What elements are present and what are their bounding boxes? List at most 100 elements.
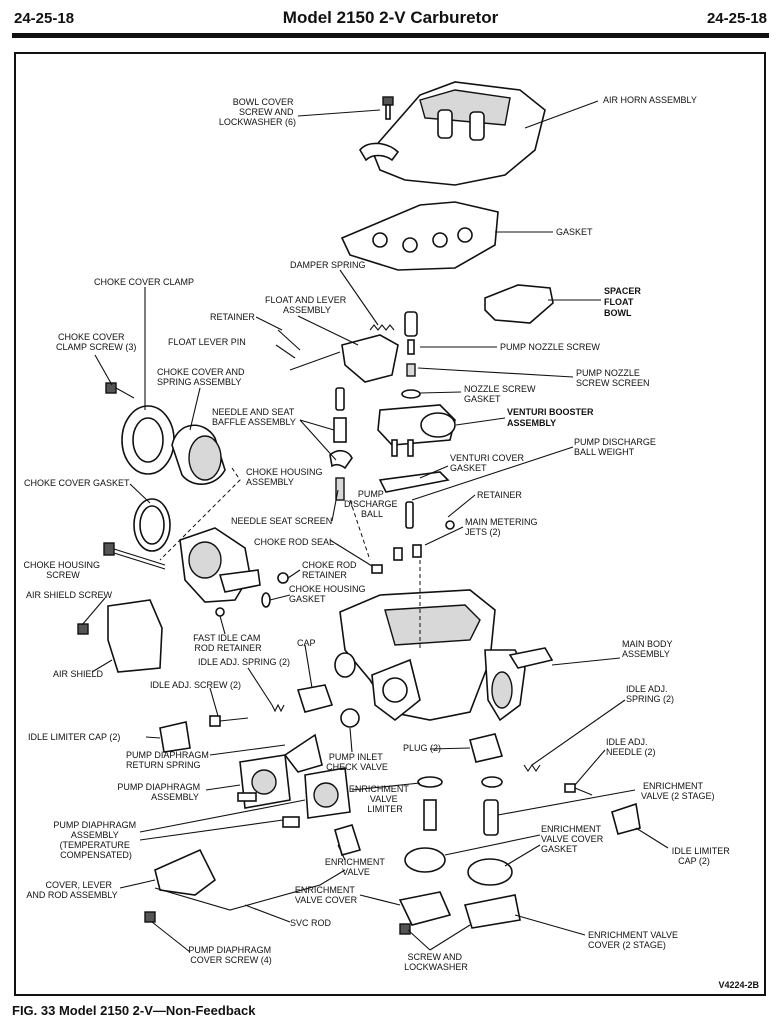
- header-rule: [12, 33, 769, 38]
- cap-part: [296, 684, 334, 713]
- label-main-metering-jets: MAIN METERING JETS (2): [465, 517, 540, 537]
- label-cover-lever-rod: COVER, LEVER AND ROD ASSEMBLY: [26, 880, 117, 900]
- label-idle-limiter-cap-right: IDLE LIMITER CAP (2): [672, 846, 733, 866]
- idle-adj-screw-part: [209, 715, 249, 727]
- label-venturi-booster: VENTURI BOOSTER ASSEMBLY: [507, 407, 596, 428]
- label-svc-rod: SVC ROD: [290, 918, 332, 928]
- spacer-float-bowl-part: [484, 284, 554, 324]
- page-number-left: 24-25-18: [14, 10, 75, 27]
- choke-housing-part: [179, 527, 261, 603]
- needle-seat-part: [329, 387, 353, 501]
- label-choke-housing-screw: CHOKE HOUSING SCREW: [23, 560, 102, 580]
- callout-labels: BOWL COVER SCREW AND LOCKWASHER (6) AIR …: [23, 95, 733, 972]
- label-float-and-lever: FLOAT AND LEVER ASSEMBLY: [265, 295, 349, 315]
- cover-lever-rod-part: [144, 848, 346, 923]
- main-metering-jets-part: [393, 544, 422, 561]
- choke-cover-part: [121, 405, 226, 485]
- label-main-body: MAIN BODY ASSEMBLY: [622, 639, 675, 659]
- pump-inlet-check-part: [340, 708, 360, 728]
- label-idle-adj-screw: IDLE ADJ. SCREW (2): [150, 680, 241, 690]
- label-pump-nozzle-screen: PUMP NOZZLE SCREW SCREEN: [576, 368, 650, 388]
- enrichment-valve-part: [334, 824, 362, 856]
- bowl-cover-screw-part: [382, 96, 394, 120]
- main-metering-jet-part: [445, 520, 455, 530]
- pump-nozzle-screw-part: [401, 311, 421, 399]
- enrichment-valve-limiter-part: [417, 776, 443, 831]
- enrichment-cover-gasket-part: [404, 847, 513, 886]
- air-shield-part: [77, 599, 163, 673]
- leader-lines: [81, 100, 669, 953]
- label-air-horn: AIR HORN ASSEMBLY: [603, 95, 697, 105]
- label-pump-nozzle-screw: PUMP NOZZLE SCREW: [500, 342, 600, 352]
- label-choke-housing-assy: CHOKE HOUSING ASSEMBLY: [246, 467, 325, 487]
- main-body-part: [334, 589, 554, 722]
- label-enrichment-cover-2stage: ENRICHMENT VALVE COVER (2 STAGE): [588, 930, 681, 950]
- label-choke-cover-clamp-screw: CHOKE COVER CLAMP SCREW (3): [56, 332, 136, 352]
- label-bowl-cover-screw: BOWL COVER SCREW AND LOCKWASHER (6): [219, 97, 296, 127]
- label-retainer-mid: RETAINER: [477, 490, 522, 500]
- label-gasket: GASKET: [556, 227, 593, 237]
- label-float-lever-pin: FLOAT LEVER PIN: [168, 337, 246, 347]
- label-choke-cover-gasket: CHOKE COVER GASKET: [24, 478, 130, 488]
- label-needle-seat-baffle: NEEDLE AND SEAT BAFFLE ASSEMBLY: [212, 407, 297, 427]
- choke-housing-screw-part: [103, 542, 166, 570]
- float-part: [277, 329, 399, 383]
- figure-code: V4224-2B: [718, 980, 759, 990]
- label-spacer-float-bowl: SPACER FLOAT BOWL: [604, 286, 643, 318]
- label-enrichment-cover-gasket: ENRICHMENT VALVE COVER GASKET: [541, 824, 606, 854]
- label-retainer-top: RETAINER: [210, 312, 255, 322]
- label-pump-diaphragm-temp: PUMP DIAPHRAGM ASSEMBLY (TEMPERATURE COM…: [53, 820, 138, 860]
- label-idle-adj-needle: IDLE ADJ. NEEDLE (2): [606, 737, 656, 757]
- venturi-cover-gasket-part: [378, 471, 450, 493]
- label-choke-cover-clamp: CHOKE COVER CLAMP: [94, 277, 194, 287]
- label-pump-diaphragm-cover-screw: PUMP DIAPHRAGM COVER SCREW (4): [188, 945, 273, 965]
- label-enrichment-valve-limiter: ENRICHMENT VALVE LIMITER: [349, 784, 411, 814]
- choke-rod-retainer-part: [277, 572, 289, 584]
- label-choke-housing-gasket: CHOKE HOUSING GASKET: [289, 584, 368, 604]
- pump-discharge-weight-part: [405, 501, 414, 529]
- idle-adj-spring-part: [271, 703, 285, 713]
- label-enrichment-valve-cover: ENRICHMENT VALVE COVER: [295, 885, 358, 905]
- label-idle-adj-spring: IDLE ADJ. SPRING (2): [198, 657, 290, 667]
- page-header: 24-25-18 Model 2150 2-V Carburetor 24-25…: [0, 0, 781, 40]
- pump-return-spring-part: [283, 733, 323, 773]
- pump-diaphragm-temp-part: [282, 767, 351, 828]
- enrichment-valve-2stage-part: [481, 776, 503, 836]
- enrichment-cover-part: [398, 891, 521, 929]
- pump-diaphragm-part: [237, 754, 291, 809]
- label-nozzle-screw-gasket: NOZZLE SCREW GASKET: [464, 384, 538, 404]
- label-venturi-cover-gasket: VENTURI COVER GASKET: [450, 453, 527, 473]
- label-choke-rod-seal: CHOKE ROD SEAL: [254, 537, 334, 547]
- choke-cover-clamp-screw-part: [105, 382, 135, 399]
- plug-part: [469, 733, 504, 763]
- diagram-frame: [14, 52, 766, 996]
- label-damper-spring: DAMPER SPRING: [290, 260, 366, 270]
- label-screw-lockwasher: SCREW AND LOCKWASHER: [404, 952, 468, 972]
- gasket-part: [340, 201, 499, 271]
- idle-adj-needle-part: [564, 783, 593, 796]
- label-fast-idle-cam: FAST IDLE CAM ROD RETAINER: [193, 633, 263, 653]
- label-enrichment-valve: ENRICHMENT VALVE: [325, 857, 387, 877]
- label-plug: PLUG (2): [403, 743, 441, 753]
- idle-limiter-cap-part: [159, 721, 191, 753]
- fast-idle-cam-retainer-part: [215, 607, 225, 617]
- choke-rod-seal-part: [371, 564, 383, 574]
- air-horn-part: [359, 81, 546, 186]
- label-idle-adj-spring-right: IDLE ADJ. SPRING (2): [626, 684, 674, 704]
- choke-housing-gasket-part: [261, 592, 271, 608]
- figure-caption: FIG. 33 Model 2150 2-V—Non-Feedback: [12, 1003, 256, 1018]
- label-pump-inlet-check: PUMP INLET CHECK VALVE: [326, 752, 388, 772]
- label-choke-rod-retainer: CHOKE ROD RETAINER: [302, 560, 359, 580]
- page-number-right: 24-25-18: [706, 10, 767, 27]
- damper-spring-part: [369, 324, 395, 331]
- choke-cover-gasket-part: [133, 498, 171, 552]
- screw-lockwasher-part: [399, 923, 411, 935]
- label-enrichment-valve-2stage: ENRICHMENT VALVE (2 STAGE): [641, 781, 715, 801]
- label-air-shield-screw: AIR SHIELD SCREW: [26, 590, 113, 600]
- label-pump-discharge-ball: PUMP DISCHARGE BALL: [344, 489, 400, 519]
- label-cap: CAP: [297, 638, 316, 648]
- idle-adj-spring-right-part: [523, 764, 541, 772]
- label-pump-diaphragm-return: PUMP DIAPHRAGM RETURN SPRING: [126, 750, 211, 770]
- page-title: Model 2150 2-V Carburetor: [282, 8, 499, 27]
